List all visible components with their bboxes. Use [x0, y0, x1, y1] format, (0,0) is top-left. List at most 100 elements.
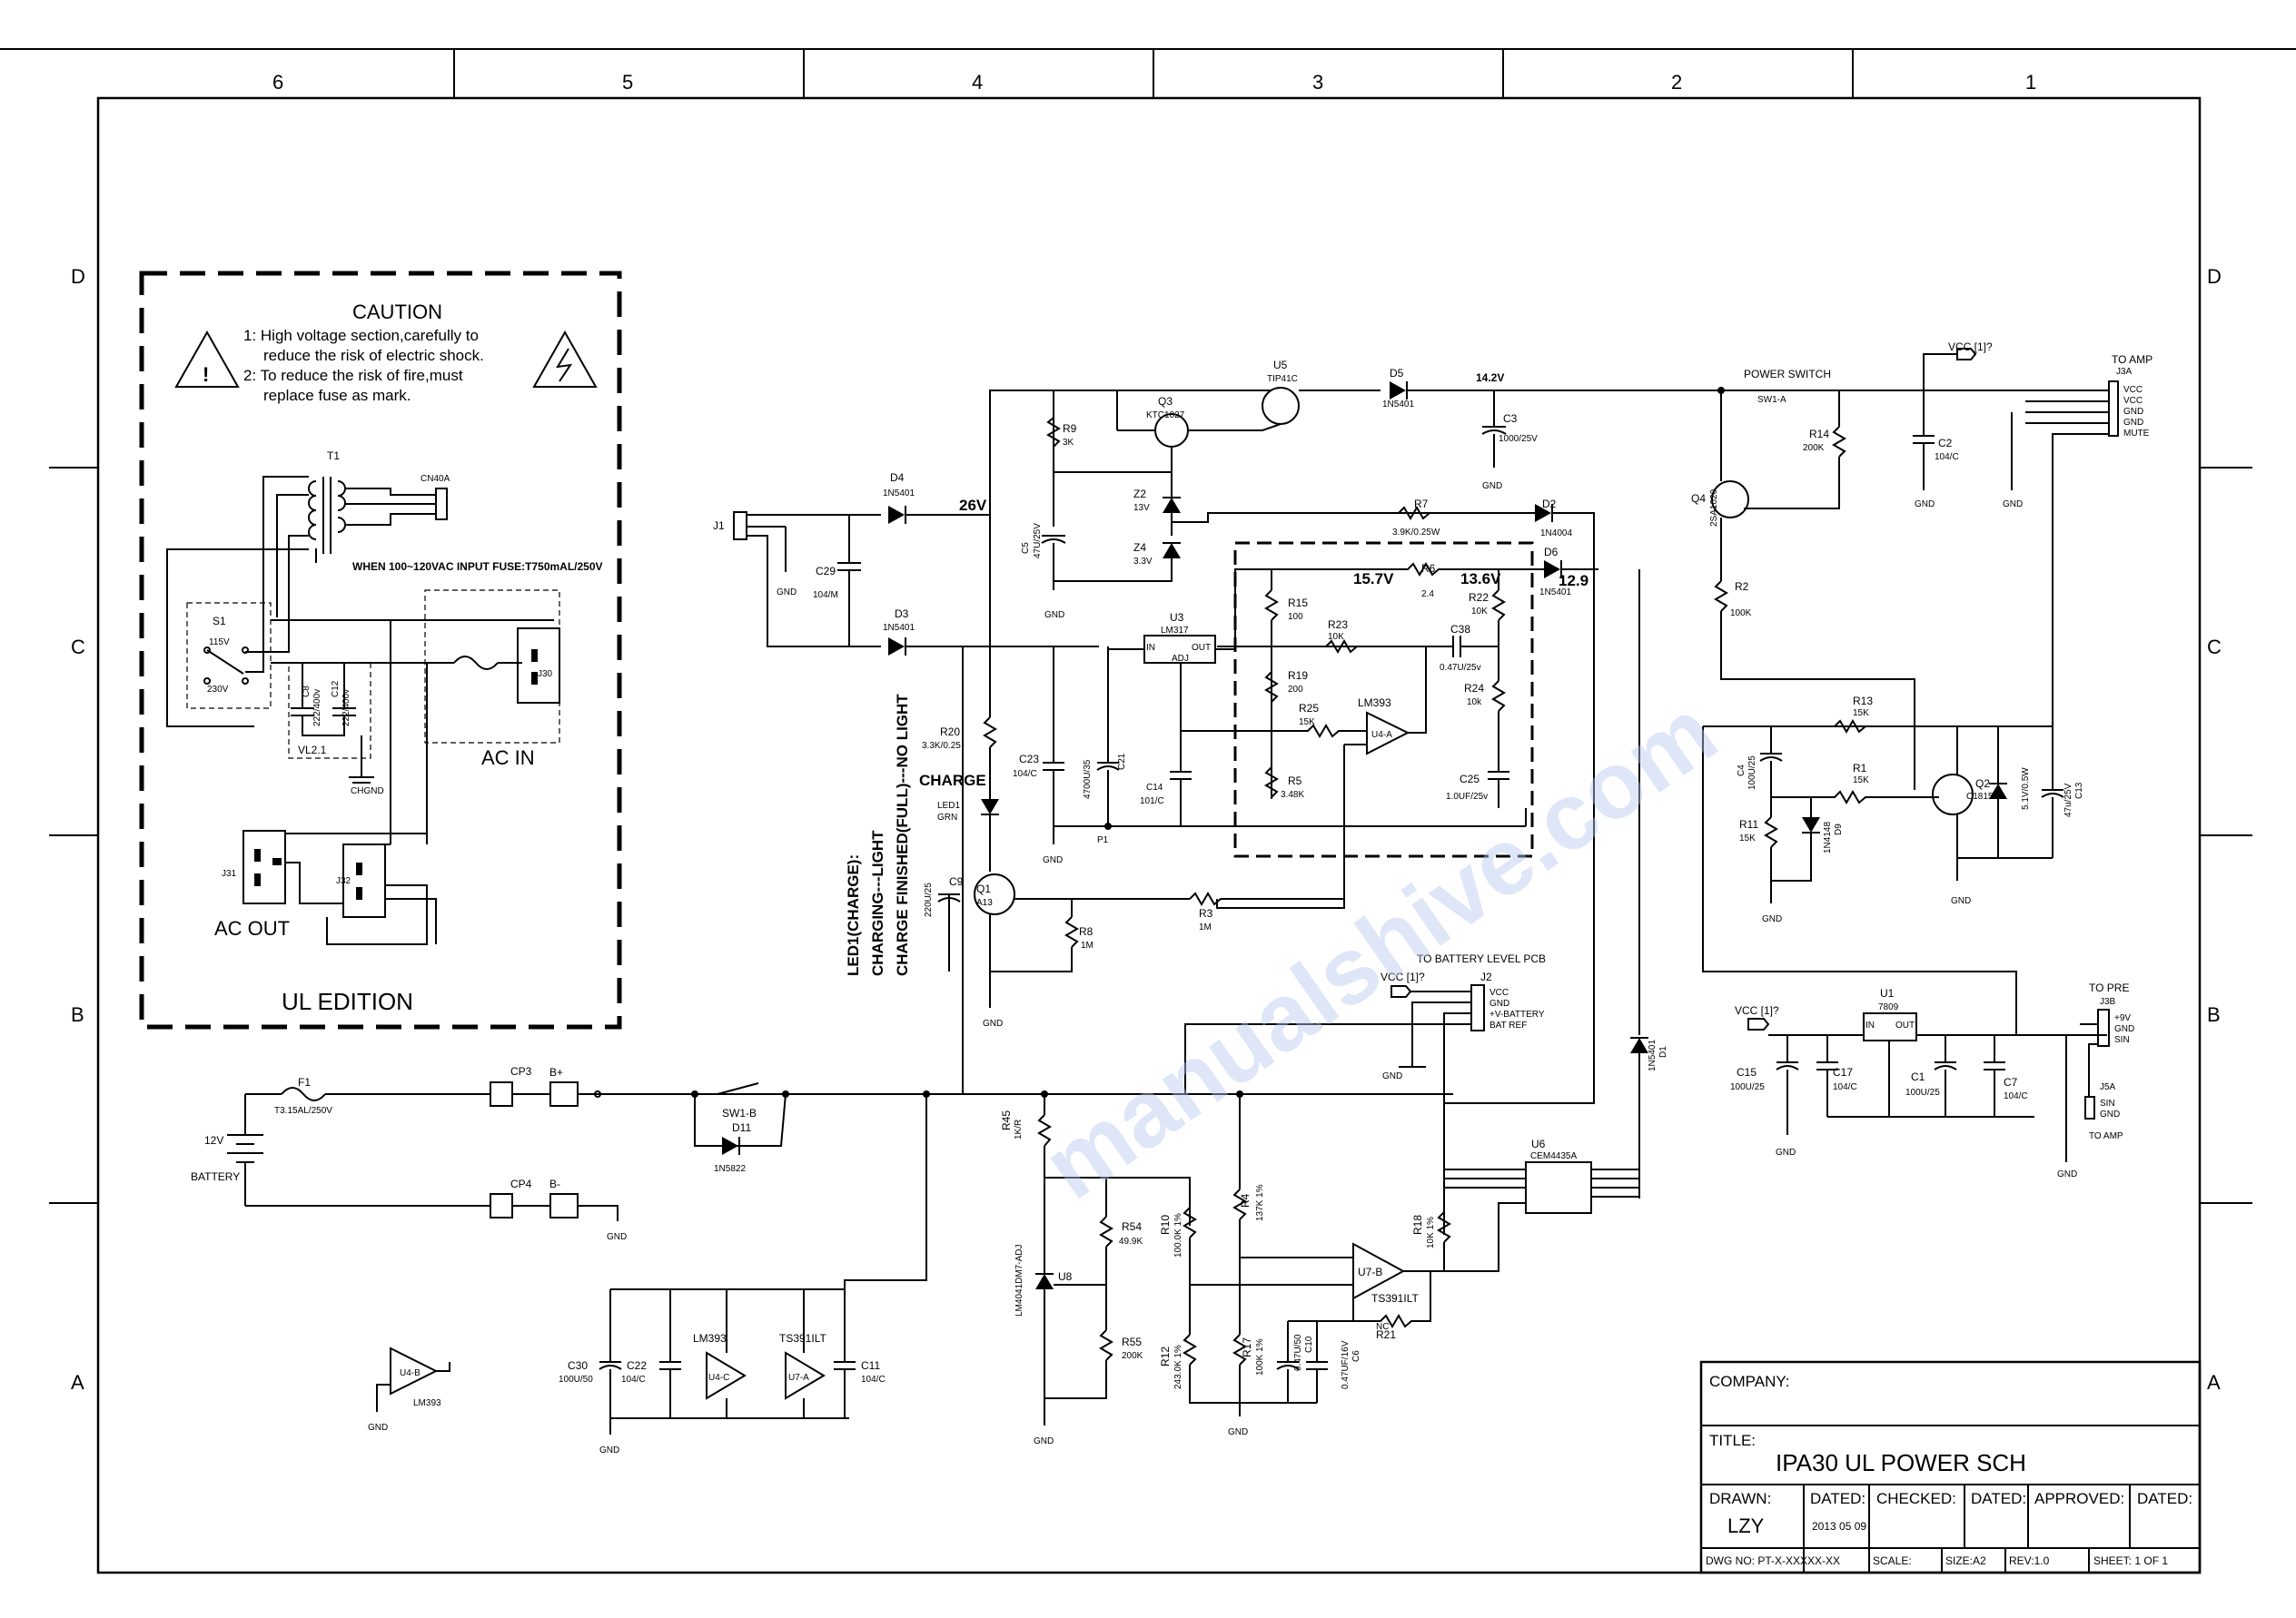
- battery-monitor-section: R45 1K/R U8 LM4041DM7-ADJ GND R54 49.9K …: [1000, 1090, 1639, 1446]
- dated2-label: DATED:: [1971, 1490, 2026, 1507]
- checked-label: CHECKED:: [1876, 1490, 1956, 1507]
- r5-label: R5: [1288, 774, 1302, 787]
- opamp-u4c: [706, 1351, 747, 1400]
- r9-label: R9: [1063, 422, 1077, 435]
- r22-value: 10K: [1471, 607, 1488, 617]
- d11-value: 1N5822: [714, 1164, 746, 1174]
- gnd-label: GND: [1776, 1148, 1796, 1158]
- r3-label: R3: [1199, 907, 1213, 920]
- r24-label: R24: [1464, 682, 1484, 695]
- u1-value: 7809: [1878, 1002, 1899, 1012]
- u7b-label: U7-B: [1358, 1266, 1382, 1278]
- j3a-pin: GND: [2123, 407, 2143, 417]
- c10-value: 0.47U/50: [1293, 1334, 1303, 1371]
- c14-value: 101/C: [1140, 796, 1164, 806]
- r8-label: R8: [1079, 925, 1094, 938]
- r10-label: R10: [1159, 1215, 1172, 1235]
- opamp-u4a: [1366, 711, 1410, 755]
- charge-label: CHARGE: [919, 772, 986, 789]
- r45-value: 1K/R: [1014, 1120, 1024, 1140]
- j3b-label: J3B: [2100, 997, 2116, 1007]
- led-note-1: LED1(CHARGE):: [845, 854, 862, 976]
- ts391-label: TS391ILT: [1371, 1292, 1419, 1305]
- j30-connector: [517, 627, 560, 704]
- drawing-frame: [0, 48, 2296, 1574]
- cp3-label: CP3: [510, 1065, 532, 1078]
- transistor-u5: [1262, 387, 1300, 425]
- u3-adj-pin: ADJ: [1172, 654, 1189, 664]
- gnd-label: GND: [1044, 610, 1064, 620]
- col-label: 4: [972, 71, 983, 94]
- r7-label: R7: [1414, 498, 1429, 510]
- r2-label: R2: [1735, 580, 1749, 593]
- c11-label: C11: [861, 1359, 880, 1372]
- c11-value: 104/C: [861, 1375, 886, 1385]
- to-pre-label: TO PRE: [2089, 982, 2129, 994]
- comparator-u7b: [1352, 1242, 1406, 1300]
- j5a-label: J5A: [2100, 1082, 2116, 1092]
- input-note: WHEN 100~120VAC INPUT FUSE:T750mAL/250V: [352, 560, 603, 573]
- r10-value: 100.0K 1%: [1173, 1213, 1183, 1258]
- u3-value: LM317: [1161, 626, 1189, 636]
- f1-label: F1: [298, 1076, 311, 1089]
- c4-value: 100U/25: [1747, 755, 1757, 790]
- size-label: SIZE:A2: [1945, 1554, 1986, 1567]
- cp3-connector: [490, 1081, 513, 1107]
- c38-value: 0.47U/25v: [1440, 663, 1481, 673]
- r13-label: R13: [1853, 695, 1873, 707]
- diode-d3: [888, 637, 905, 656]
- svg-text:!: !: [203, 363, 209, 386]
- r12-value: 243.0K 1%: [1173, 1345, 1183, 1389]
- j3b-pin: SIN: [2114, 1035, 2130, 1045]
- j2-pin: GND: [1489, 999, 1509, 1009]
- r25-label: R25: [1299, 702, 1319, 715]
- s1-label: S1: [213, 615, 226, 627]
- gnd-label: GND: [599, 1445, 619, 1455]
- row-label: A: [71, 1371, 84, 1394]
- c15-value: 100U/25: [1730, 1082, 1765, 1092]
- d1-label: D1: [1658, 1046, 1668, 1058]
- dated-label: DATED:: [1810, 1490, 1866, 1507]
- caution-line: reduce the risk of electric shock.: [263, 347, 484, 364]
- lm393-label: LM393: [1358, 696, 1391, 709]
- j2-connector: [1470, 984, 1485, 1031]
- r1-value: 15K: [1853, 775, 1869, 785]
- sheet-label: SHEET: 1 OF 1: [2093, 1554, 2168, 1567]
- title-label: TITLE:: [1709, 1432, 1756, 1449]
- cp4-label: CP4: [510, 1178, 532, 1190]
- battery-label: BATTERY: [191, 1170, 240, 1183]
- battery-input-section: F1 T3.15AL/250V 12V BATTERY CP3 B+ CP4 B…: [191, 1065, 1453, 1289]
- battery-voltage: 12V: [204, 1134, 223, 1147]
- r8-value: 1M: [1081, 941, 1094, 951]
- c22-value: 104/C: [621, 1375, 646, 1385]
- ul-edition-label: UL EDITION: [282, 988, 413, 1015]
- gnd-label: GND: [1915, 499, 1935, 509]
- c4-label: C4: [1737, 765, 1747, 776]
- j3a-connector: [2108, 380, 2119, 437]
- j2-pin: VCC: [1489, 988, 1509, 998]
- c25-value: 1.0UF/25v: [1446, 792, 1488, 802]
- u3-out-pin: OUT: [1192, 643, 1211, 653]
- cp4-connector: [490, 1193, 513, 1218]
- bplus-terminal: [549, 1081, 579, 1107]
- d11-label: D11: [732, 1121, 751, 1134]
- to-amp-label: TO AMP: [2112, 353, 2152, 366]
- battery-level-section: TO BATTERY LEVEL PCB J2 VCC GND +V-BATTE…: [1184, 569, 1668, 1199]
- j5a-pin: GND: [2100, 1110, 2120, 1120]
- r17-value: 100K 1%: [1255, 1338, 1265, 1376]
- r21-value: NC: [1376, 1322, 1389, 1332]
- r13-value: 15K: [1853, 708, 1869, 718]
- c21-label: C21: [1117, 753, 1127, 770]
- scale-label: SCALE:: [1873, 1554, 1912, 1567]
- j3a-pin: VCC: [2123, 385, 2143, 395]
- c5-value: 47U/25V: [1033, 523, 1043, 558]
- c1-value: 100U/25: [1905, 1088, 1940, 1098]
- cn40a-label: CN40A: [421, 474, 450, 484]
- c29-value: 104/M: [813, 590, 838, 600]
- d4-label: D4: [890, 471, 905, 484]
- drawn-label: DRAWN:: [1709, 1490, 1771, 1507]
- z1-value: 5.1V/0.5W: [2021, 767, 2031, 810]
- v129-label: 12.9: [1559, 572, 1588, 589]
- q1-value: A13: [976, 898, 993, 908]
- r19-label: R19: [1288, 669, 1308, 682]
